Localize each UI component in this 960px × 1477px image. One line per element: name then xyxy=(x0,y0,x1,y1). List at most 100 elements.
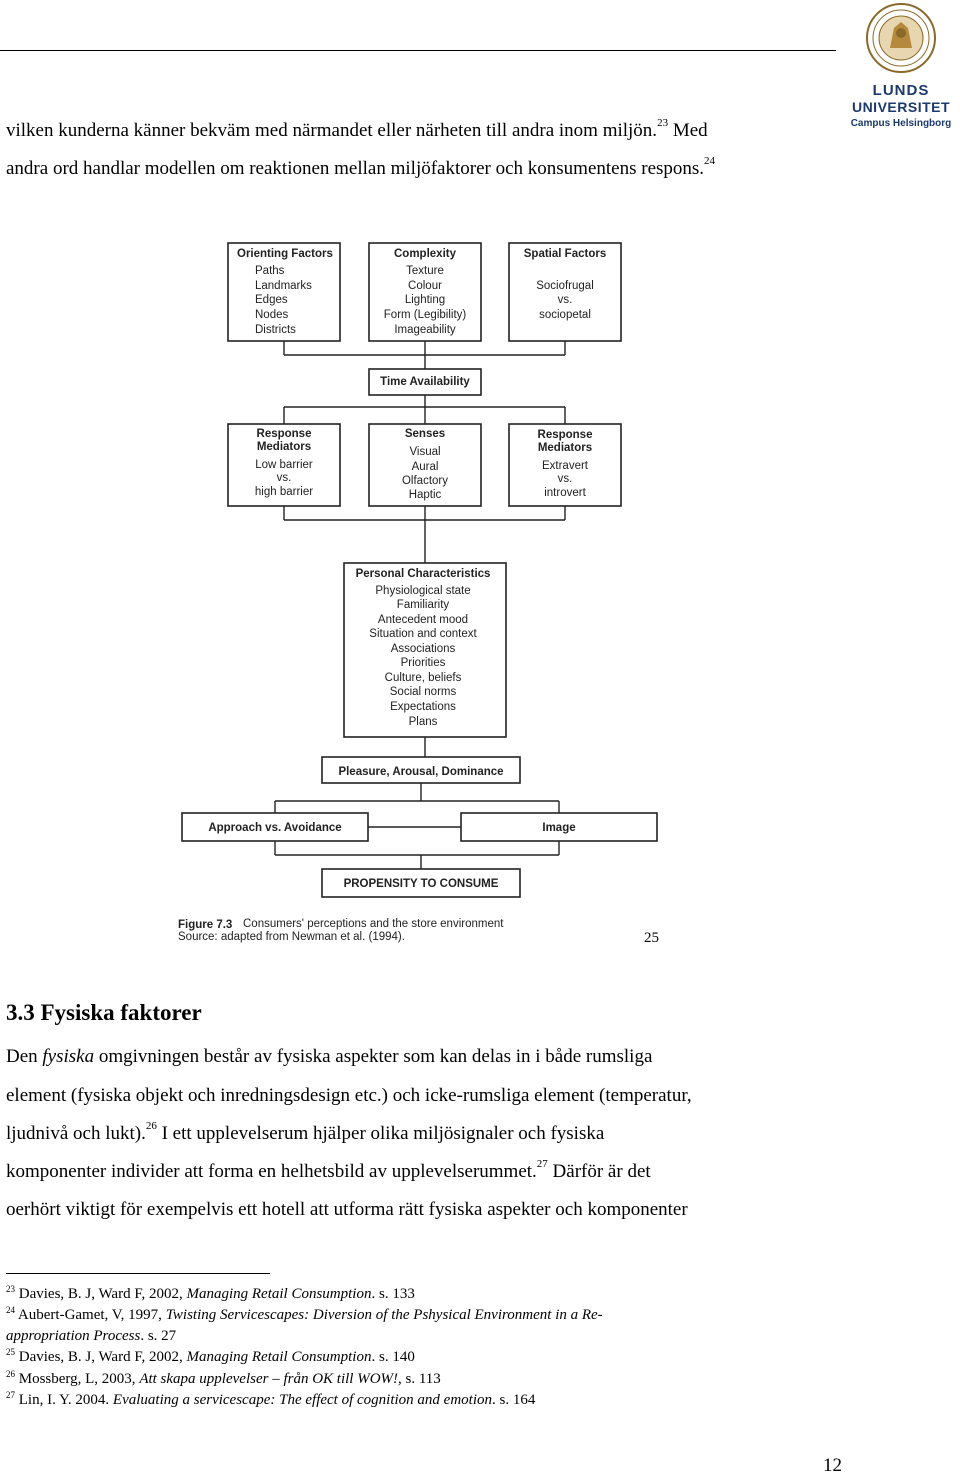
text-run: andra ord handlar modellen om reaktionen… xyxy=(6,158,705,179)
university-logo: LUNDS UNIVERSITET Campus Helsingborg xyxy=(842,0,960,135)
footnote-title: Att skapa upplevelser – från OK till WOW… xyxy=(139,1371,399,1387)
orienting-item: Districts xyxy=(255,324,296,336)
text-run: , s. 113 xyxy=(398,1371,441,1387)
logo-line2: UNIVERSITET xyxy=(851,99,951,115)
section-line1: Den fysiska omgivningen består av fysisk… xyxy=(6,1046,652,1068)
text-run: Med xyxy=(668,120,708,141)
personal-item: Physiological state xyxy=(375,585,470,597)
resp1-title1: Response xyxy=(257,428,312,440)
spatial-title: Spatial Factors xyxy=(524,248,606,260)
orienting-item: Paths xyxy=(255,265,285,277)
footnote-title: Evaluating a servicescape: The effect of… xyxy=(112,1392,492,1408)
complexity-item: Colour xyxy=(408,280,442,292)
orienting-item: Nodes xyxy=(255,309,288,321)
text-run: komponenter individer att forma en helhe… xyxy=(6,1161,537,1182)
logo-line3: Campus Helsingborg xyxy=(850,118,952,129)
section-line2: element (fysiska objekt och inredningsde… xyxy=(6,1085,692,1106)
resp2-title1: Response xyxy=(538,429,593,441)
footnote-title: Twisting Servicescapes: Diversion of the… xyxy=(165,1307,603,1323)
footnote-num: 24 xyxy=(6,1305,15,1315)
resp1-title2: Mediators xyxy=(257,441,311,453)
text-run: Mossberg, L, 2003, xyxy=(15,1371,140,1387)
propensity-box xyxy=(321,868,521,898)
personal-item: Social norms xyxy=(390,686,457,698)
footnote-num: 25 xyxy=(6,1347,15,1357)
text-run: Därför är det xyxy=(547,1161,651,1182)
spatial-item: sociopetal xyxy=(539,309,591,321)
section-line3: ljudnivå och lukt).26 I ett upplevelseru… xyxy=(6,1120,605,1145)
complexity-item: Texture xyxy=(406,265,444,277)
header-rule xyxy=(0,50,836,51)
senses-item: Aural xyxy=(412,461,439,473)
footnote-rule xyxy=(6,1273,270,1274)
personal-item: Familiarity xyxy=(397,599,450,611)
figure-footnote-ref: 25 xyxy=(644,930,659,946)
pad-box xyxy=(321,756,521,784)
text-run: . s. 164 xyxy=(492,1392,536,1408)
footnote-ref: 26 xyxy=(145,1120,157,1132)
text-run: . s. 27 xyxy=(140,1328,177,1344)
text-run-italic: fysiska xyxy=(42,1046,95,1067)
text-run: Lin, I. Y. 2004. xyxy=(15,1392,113,1408)
body-paragraph-top-line2: andra ord handlar modellen om reaktionen… xyxy=(6,155,716,180)
propensity-label: PROPENSITY TO CONSUME xyxy=(344,878,499,890)
text-run: Aubert-Gamet, V, 1997, xyxy=(15,1307,166,1323)
response-mediators-right-box xyxy=(508,423,622,507)
text-run: I ett upplevelserum hjälper olika miljös… xyxy=(156,1123,605,1144)
orienting-factors-box xyxy=(227,242,341,342)
footnote-ref: 23 xyxy=(657,117,669,129)
orienting-item: Edges xyxy=(255,294,288,306)
spatial-item: vs. xyxy=(558,294,573,306)
response-mediators-left-box xyxy=(227,423,341,507)
personal-item: Associations xyxy=(391,643,456,655)
text-run: omgivningen består av fysiska aspekter s… xyxy=(94,1046,653,1067)
footnote-ref: 24 xyxy=(704,155,716,167)
figure-caption-text: Consumers' perceptions and the store env… xyxy=(243,918,504,930)
approach-label: Approach vs. Avoidance xyxy=(208,822,341,834)
complexity-item: Form (Legibility) xyxy=(384,309,467,321)
resp2-item: vs. xyxy=(558,473,573,485)
footnote-25: 25 Davies, B. J, Ward F, 2002, Managing … xyxy=(6,1347,415,1366)
personal-item: Plans xyxy=(409,716,438,728)
body-paragraph-top-line1: vilken kunderna känner bekväm med närman… xyxy=(6,117,708,142)
resp2-item: Extravert xyxy=(542,460,589,472)
senses-item: Visual xyxy=(409,446,440,458)
resp2-item: introvert xyxy=(544,487,586,499)
senses-box xyxy=(368,423,482,507)
footnote-num: 27 xyxy=(6,1390,15,1400)
complexity-title: Complexity xyxy=(394,248,457,260)
personal-item: Expectations xyxy=(390,701,456,713)
footnote-title: appropriation Process xyxy=(6,1328,141,1344)
senses-title: Senses xyxy=(405,428,445,440)
section-line5: oerhört viktigt för exempelvis ett hotel… xyxy=(6,1199,688,1220)
resp1-item: vs. xyxy=(277,472,292,484)
personal-item: Antecedent mood xyxy=(378,614,468,626)
personal-title: Personal Characteristics xyxy=(356,568,491,580)
footnote-23: 23 Davies, B. J, Ward F, 2002, Managing … xyxy=(6,1284,415,1303)
senses-item: Haptic xyxy=(409,489,442,501)
pad-label: Pleasure, Arousal, Dominance xyxy=(338,766,503,778)
orienting-item: Landmarks xyxy=(255,280,312,292)
resp1-item: high barrier xyxy=(255,486,313,498)
time-availability-label: Time Availability xyxy=(380,376,470,388)
text-run: . s. 133 xyxy=(371,1286,415,1302)
footnote-ref: 27 xyxy=(536,1158,548,1170)
personal-item: Situation and context xyxy=(369,628,477,640)
figure-caption-label: Figure 7.3 xyxy=(178,919,232,931)
footnote-num: 26 xyxy=(6,1369,15,1379)
resp2-title2: Mediators xyxy=(538,442,592,454)
servicescape-model-figure: Orienting Factors Paths Landmarks Edges … xyxy=(178,242,658,943)
senses-item: Olfactory xyxy=(402,475,448,487)
text-run: Den xyxy=(6,1046,43,1067)
personal-item: Culture, beliefs xyxy=(385,672,462,684)
footnote-26: 26 Mossberg, L, 2003, Att skapa upplevel… xyxy=(6,1369,441,1388)
personal-item: Priorities xyxy=(401,657,446,669)
complexity-item: Lighting xyxy=(405,294,445,306)
footnote-24: 24 Aubert-Gamet, V, 1997, Twisting Servi… xyxy=(6,1305,603,1324)
spatial-item: Sociofrugal xyxy=(536,280,594,292)
figure-source: Source: adapted from Newman et al. (1994… xyxy=(178,931,405,943)
section-heading: 3.3 Fysiska faktorer xyxy=(6,1000,202,1025)
footnote-title: Managing Retail Consumption xyxy=(186,1349,372,1365)
image-label: Image xyxy=(542,822,575,834)
footnote-27: 27 Lin, I. Y. 2004. Evaluating a service… xyxy=(6,1390,536,1409)
